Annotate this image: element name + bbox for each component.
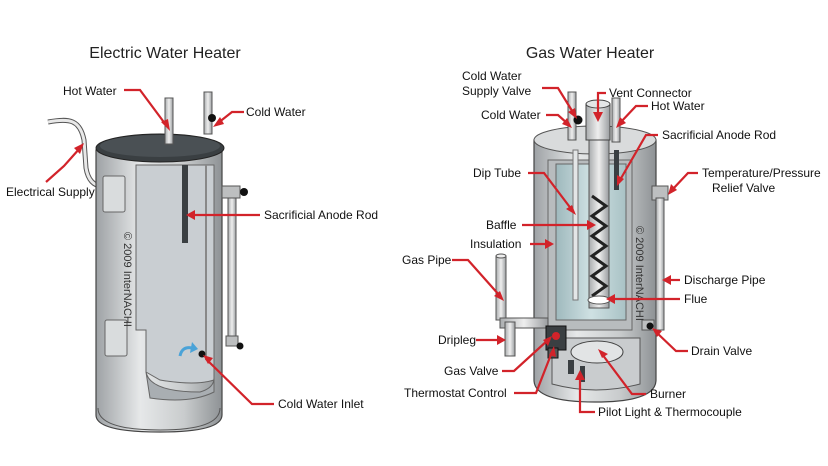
svg-text:Gas Valve: Gas Valve [444, 364, 499, 378]
electric-cutaway [135, 164, 215, 384]
inlet-flow-arrow [178, 346, 193, 357]
svg-text:Gas Pipe: Gas Pipe [402, 253, 452, 267]
label-sacrificial-anode-rod: Sacrificial Anode Rod [186, 208, 378, 222]
gas-dripleg [504, 321, 516, 357]
svg-text:Flue: Flue [684, 292, 708, 306]
label-insulation: Insulation [470, 237, 554, 251]
label-pilot-light: Pilot Light & Thermocouple [575, 370, 742, 419]
svg-text:Supply Valve: Supply Valve [462, 84, 531, 98]
svg-text:Drain Valve: Drain Valve [691, 344, 752, 358]
electric-lower-panel [104, 319, 128, 357]
electric-cold-pipe [203, 91, 213, 135]
label-sacrificial-anode-rod-gas: Sacrificial Anode Rod [617, 128, 776, 186]
svg-text:Sacrificial Anode Rod: Sacrificial Anode Rod [662, 128, 776, 142]
label-discharge-pipe: Discharge Pipe [662, 273, 766, 287]
gas-burner [570, 340, 624, 364]
gas-heater: Gas Water Heater [402, 45, 821, 419]
svg-text:Dip Tube: Dip Tube [473, 166, 521, 180]
svg-text:Burner: Burner [650, 387, 686, 401]
gas-pipe-vertical [495, 255, 507, 321]
label-hot-water-gas: Hot Water [616, 99, 705, 128]
electric-upper-panel [102, 175, 126, 213]
electric-tank-base [97, 407, 221, 431]
label-cold-water-gas: Cold Water [481, 108, 572, 128]
gas-title: Gas Water Heater [526, 45, 655, 62]
label-gas-valve: Gas Valve [444, 336, 552, 378]
label-cold-water-supply-valve: Cold Water Supply Valve [462, 69, 577, 119]
svg-text:Cold Water Inlet: Cold Water Inlet [278, 397, 364, 411]
gas-baffle [589, 194, 609, 298]
electric-heater: Electric Water Heater [6, 45, 378, 433]
label-cold-water-inlet: Cold Water Inlet [203, 355, 364, 411]
label-dripleg: Dripleg [438, 333, 506, 347]
label-drain-valve: Drain Valve [652, 328, 752, 358]
label-thermostat-control: Thermostat Control [404, 346, 556, 400]
svg-text:Baffle: Baffle [486, 218, 517, 232]
svg-text:Temperature/Pressure: Temperature/Pressure [702, 166, 821, 180]
electric-relief-pipe [227, 195, 237, 347]
electric-cutaway-floor [145, 371, 215, 401]
gas-pipe-horizontal [499, 317, 549, 329]
label-baffle: Baffle [486, 218, 596, 232]
svg-text:Thermostat Control: Thermostat Control [404, 386, 507, 400]
svg-text:Electrical Supply: Electrical Supply [6, 185, 95, 199]
label-tpr-valve: Temperature/Pressure Relief Valve [668, 166, 821, 195]
svg-text:Sacrificial Anode Rod: Sacrificial Anode Rod [264, 208, 378, 222]
svg-text:Discharge Pipe: Discharge Pipe [684, 273, 766, 287]
svg-text:Vent Connector: Vent Connector [609, 86, 692, 100]
svg-text:Pilot Light & Thermocouple: Pilot Light & Thermocouple [598, 405, 742, 419]
electric-copyright: © 2009 InterNACHI [121, 232, 133, 327]
label-cold-water: Cold Water [213, 105, 306, 127]
svg-text:Hot Water: Hot Water [63, 84, 117, 98]
svg-text:Hot Water: Hot Water [651, 99, 705, 113]
label-gas-pipe: Gas Pipe [402, 253, 504, 301]
gas-hot-pipe [611, 97, 621, 143]
gas-anode-rod [614, 150, 619, 190]
svg-text:Cold Water: Cold Water [246, 105, 306, 119]
label-hot-water: Hot Water [63, 84, 170, 131]
svg-text:Cold Water: Cold Water [462, 69, 522, 83]
gas-discharge-pipe [655, 197, 665, 331]
electric-anode-rod [182, 165, 188, 243]
electric-title: Electric Water Heater [89, 45, 241, 62]
svg-text:Dripleg: Dripleg [438, 333, 476, 347]
label-vent-connector: Vent Connector [593, 86, 692, 122]
gas-copyright: © 2009 InterNACHI [633, 226, 645, 321]
label-burner: Burner [598, 349, 686, 401]
label-flue: Flue [606, 292, 708, 306]
svg-text:Cold Water: Cold Water [481, 108, 541, 122]
label-dip-tube: Dip Tube [473, 166, 576, 215]
svg-text:Insulation: Insulation [470, 237, 521, 251]
label-electrical-supply: Electrical Supply [6, 143, 95, 199]
svg-text:Relief Valve: Relief Valve [712, 181, 775, 195]
